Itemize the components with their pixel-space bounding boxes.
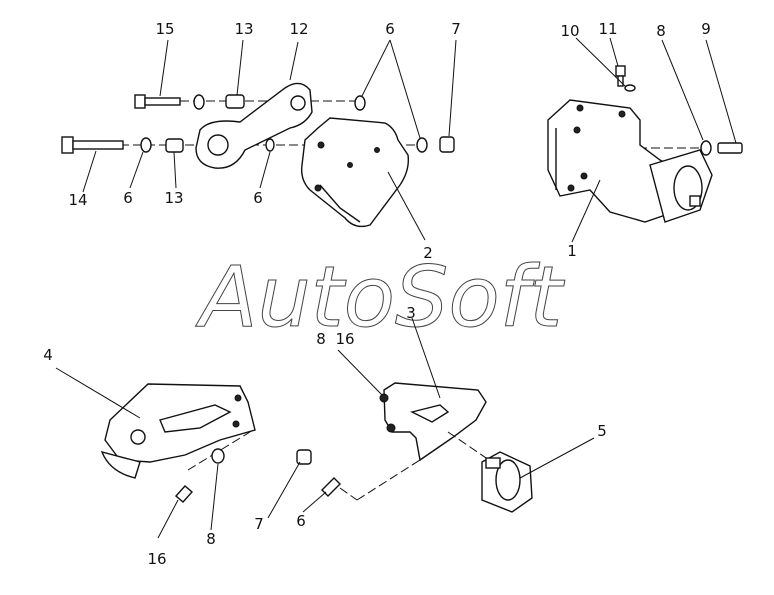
callout-16: 16 [335, 330, 354, 348]
callout-4: 4 [43, 346, 53, 364]
callout-6: 6 [296, 512, 306, 530]
callout-1: 1 [567, 242, 577, 260]
link-arm-assembly [61, 82, 455, 169]
callout-15: 15 [155, 20, 174, 38]
callout-13: 13 [164, 189, 183, 207]
leader-lines [55, 37, 737, 539]
callout-14: 14 [68, 191, 87, 209]
callout-6: 6 [123, 189, 133, 207]
callout-16: 16 [147, 550, 166, 568]
callout-2: 2 [423, 244, 433, 262]
engine-mount-4 [100, 383, 256, 503]
callout-6: 6 [385, 20, 395, 38]
callout-10: 10 [560, 22, 579, 40]
callout-5: 5 [597, 422, 607, 440]
callout-3: 3 [406, 304, 416, 322]
engine-mount-1 [547, 65, 743, 223]
bracket-2 [300, 117, 410, 228]
callout-13: 13 [234, 20, 253, 38]
callout-numbers: 15 13 12 6 7 10 11 8 9 14 6 13 6 2 1 3 8… [43, 20, 711, 568]
callout-12: 12 [289, 20, 308, 38]
watermark-text: AutoSoft [195, 248, 565, 346]
callout-7: 7 [451, 20, 461, 38]
callout-9: 9 [701, 20, 711, 38]
callout-8: 8 [316, 330, 326, 348]
callout-8: 8 [206, 530, 216, 548]
callout-8: 8 [656, 22, 666, 40]
callout-11: 11 [598, 20, 617, 38]
callout-7: 7 [254, 515, 264, 533]
callout-6: 6 [253, 189, 263, 207]
bracket-3-and-mount-5 [296, 382, 533, 513]
